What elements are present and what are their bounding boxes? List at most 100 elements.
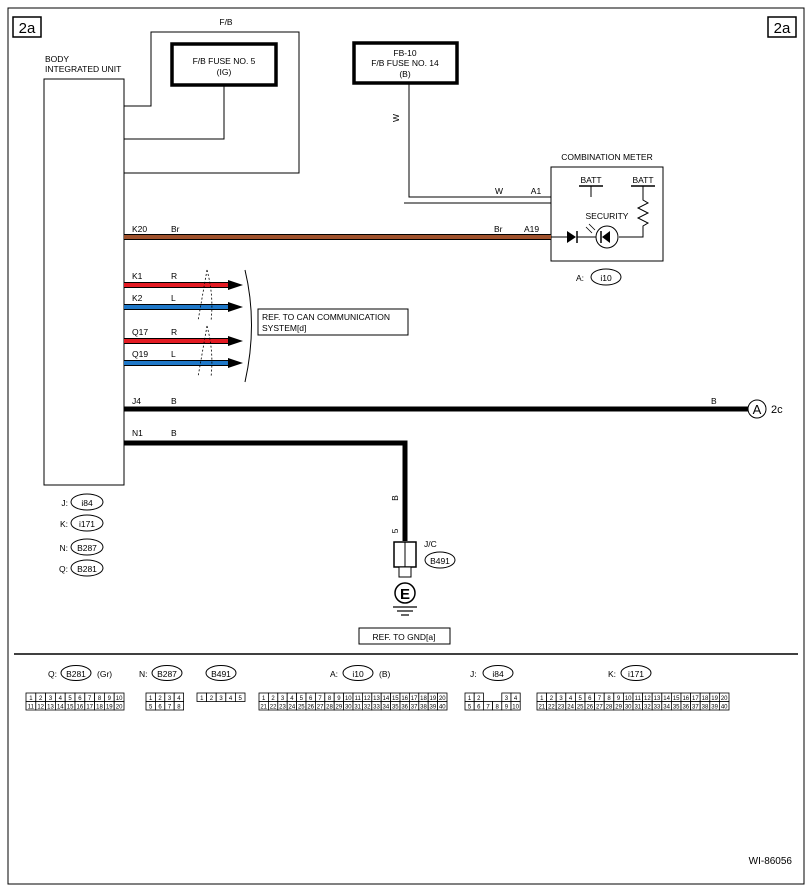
connector-pin-number: 31 [354,704,361,710]
page-tag-right-text: 2a [774,20,791,37]
connector-pin-number: 37 [411,704,418,710]
connector-id-oval [342,665,374,681]
connector-pin-number: 30 [345,704,352,710]
connector-pin-number: 1 [540,696,544,702]
meter-connector-prefix: A: [576,273,584,283]
pin-k2: K2 [132,293,143,303]
connector-id: B491 [211,669,231,679]
gnd-ref-box[interactable] [358,627,451,645]
connector-pin-number: 22 [548,704,555,710]
unit-conn-n-id: B287 [77,543,97,553]
connector-pin-number: 9 [108,696,112,702]
connector-pin-number: 24 [567,704,574,710]
connector-id-oval [482,665,514,681]
connector-pin-number: 23 [558,704,565,710]
ground-e-circle [394,582,416,604]
connector-pin-number: 1 [468,696,472,702]
page-tag-left-text: 2a [19,20,36,37]
connector-pin-number: 25 [577,704,584,710]
unit-conn-k-oval [70,514,104,532]
wire-k20-color: Br [171,224,180,234]
connector-pin-cell [173,701,184,711]
fuse-14-line3: (B) [399,69,411,79]
connector-pin-number: 17 [411,696,418,702]
can-bracket [244,269,252,383]
fb-label: F/B [219,17,233,27]
connector-pin-number: 40 [721,704,728,710]
unit-conn-j-oval [70,493,104,511]
connector-pin-number: 11 [355,696,362,702]
connector-pin-number: 4 [229,696,233,702]
fuse-14-wire-color: W [391,114,401,122]
fuse-5-wire [124,85,225,140]
connector-pin-number: 23 [279,704,286,710]
page-tag-left: 2a [12,16,42,38]
connector-pin-number: 8 [496,704,500,710]
connector-id: i84 [492,669,504,679]
wire-q19-color: L [171,349,176,359]
connector-pin-number: 10 [116,696,123,702]
connector-pin-number: 7 [88,696,92,702]
connector-pin-number: 10 [512,704,519,710]
meter-connector-id: i10 [600,273,612,283]
connector-pin-number: 34 [383,704,390,710]
connector-a-circle[interactable] [747,399,767,419]
connector-pin-number: 6 [588,696,592,702]
connector-pin-number: 5 [300,696,304,702]
jc-connector-oval [424,551,456,569]
connector-pin-number: 25 [298,704,305,710]
connector-pin-number: 16 [77,704,84,710]
wire-n1 [124,440,408,541]
connector-pin-number: 21 [260,704,267,710]
connector-pin-number: 17 [692,696,699,702]
connector-suffix: (B) [379,669,391,679]
connector-pin-number: 6 [309,696,313,702]
connector-pin-number: 16 [401,696,408,702]
connector-pin-number: 3 [219,696,223,702]
connector-a-page: 2c [771,404,783,416]
jc-connector-id: B491 [430,556,450,566]
connector-pin-number: 3 [168,696,172,702]
connector-pin-cell [437,701,448,711]
meter-connector-oval [590,268,622,286]
unit-conn-q-id: B281 [77,564,97,574]
connector-pin-number: 1 [29,696,33,702]
meter-batt-1: BATT [580,175,601,185]
connector-id-oval [151,665,183,681]
connector-pin-number: 3 [505,696,509,702]
body-integrated-unit-box [43,78,125,486]
connector-pin-number: 21 [538,704,545,710]
connector-id-oval [620,665,652,681]
connector-pin-number: 31 [634,704,641,710]
connector-pin-number: 10 [625,696,632,702]
pin-n1: N1 [132,428,143,438]
connector-pin-number: 8 [177,704,181,710]
connector-pin-number: 12 [644,696,651,702]
can-ref-line1: REF. TO CAN COMMUNICATION [262,312,390,322]
security-label: SECURITY [586,211,629,221]
page-tag-right: 2a [767,16,797,38]
ground-e-symbol: E [400,586,410,603]
wire-q17-color: R [171,327,177,337]
body-unit-label-1: BODY [45,54,69,64]
connector-pin-number: 14 [383,696,390,702]
can-ref-box[interactable] [257,308,409,336]
can-ref-line2: SYSTEM[d] [262,323,306,333]
connector-pin-number: 12 [364,696,371,702]
connector-pin-number: 15 [392,696,399,702]
pin-k1: K1 [132,271,143,281]
connector-pin-number: 12 [37,704,44,710]
connector-prefix: Q: [48,669,57,679]
connector-pin-number: 26 [307,704,314,710]
connector-pin-number: 18 [420,696,427,702]
fuse-14-wire [408,83,551,198]
connector-pin-number: 2 [210,696,214,702]
connector-prefix: K: [608,669,616,679]
connector-pin-number: 36 [682,704,689,710]
connector-pin-number: 4 [569,696,573,702]
unit-conn-n-prefix: N: [60,543,69,553]
connector-pin-number: 13 [47,704,54,710]
connector-pin-number: 20 [439,696,446,702]
